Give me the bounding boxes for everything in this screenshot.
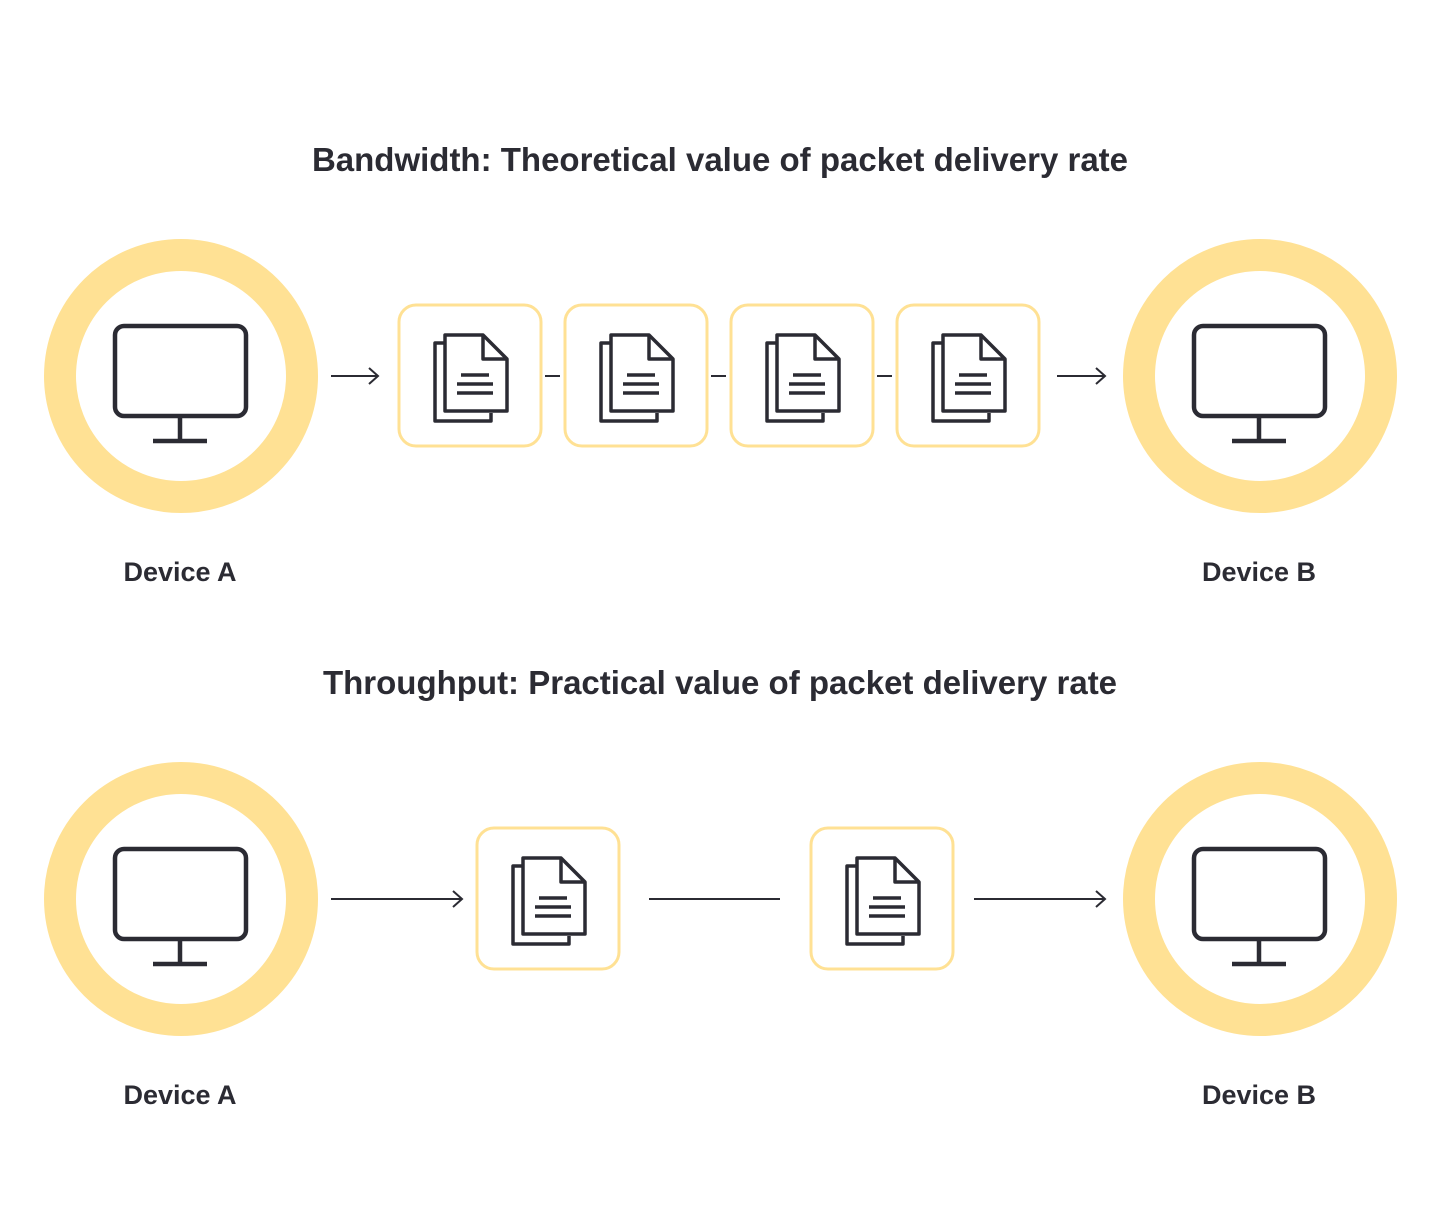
arrow-to-packets [331,367,380,385]
throughput-packet [809,826,955,971]
device-a-ring [44,762,318,1036]
document-stack-icon [433,333,509,423]
throughput-connectors [331,890,1107,908]
document-stack-icon [765,333,841,423]
throughput-device-a [44,762,318,1036]
throughput-packet [475,826,621,971]
device-b-label: Device B [1202,1080,1316,1110]
arrow-to-packets [331,890,464,908]
monitor-icon [1194,326,1325,441]
bandwidth-device-a [44,239,318,513]
device-a-label: Device A [123,557,236,587]
monitor-icon [1194,849,1325,964]
bandwidth-title: Bandwidth: Theoretical value of packet d… [312,141,1128,178]
bandwidth-packet [895,303,1041,448]
monitor-icon [115,849,246,964]
document-stack-icon [845,856,921,946]
document-stack-icon [931,333,1007,423]
bandwidth-packet [729,303,875,448]
device-b-ring [1123,239,1397,513]
device-a-label: Device A [123,1080,236,1110]
device-a-ring [44,239,318,513]
device-b-ring [1123,762,1397,1036]
arrow-to-device-b [1057,367,1107,385]
throughput-section: Throughput: Practical value of packet de… [44,664,1397,1110]
bandwidth-packet [397,303,543,448]
bandwidth-packet [563,303,709,448]
bandwidth-connectors [331,367,1107,385]
monitor-icon [115,326,246,441]
device-b-label: Device B [1202,557,1316,587]
bandwidth-device-b [1123,239,1397,513]
bandwidth-section: Bandwidth: Theoretical value of packet d… [44,141,1397,587]
arrow-to-device-b [974,890,1107,908]
throughput-device-b [1123,762,1397,1036]
document-stack-icon [511,856,587,946]
document-stack-icon [599,333,675,423]
throughput-title: Throughput: Practical value of packet de… [323,664,1117,701]
